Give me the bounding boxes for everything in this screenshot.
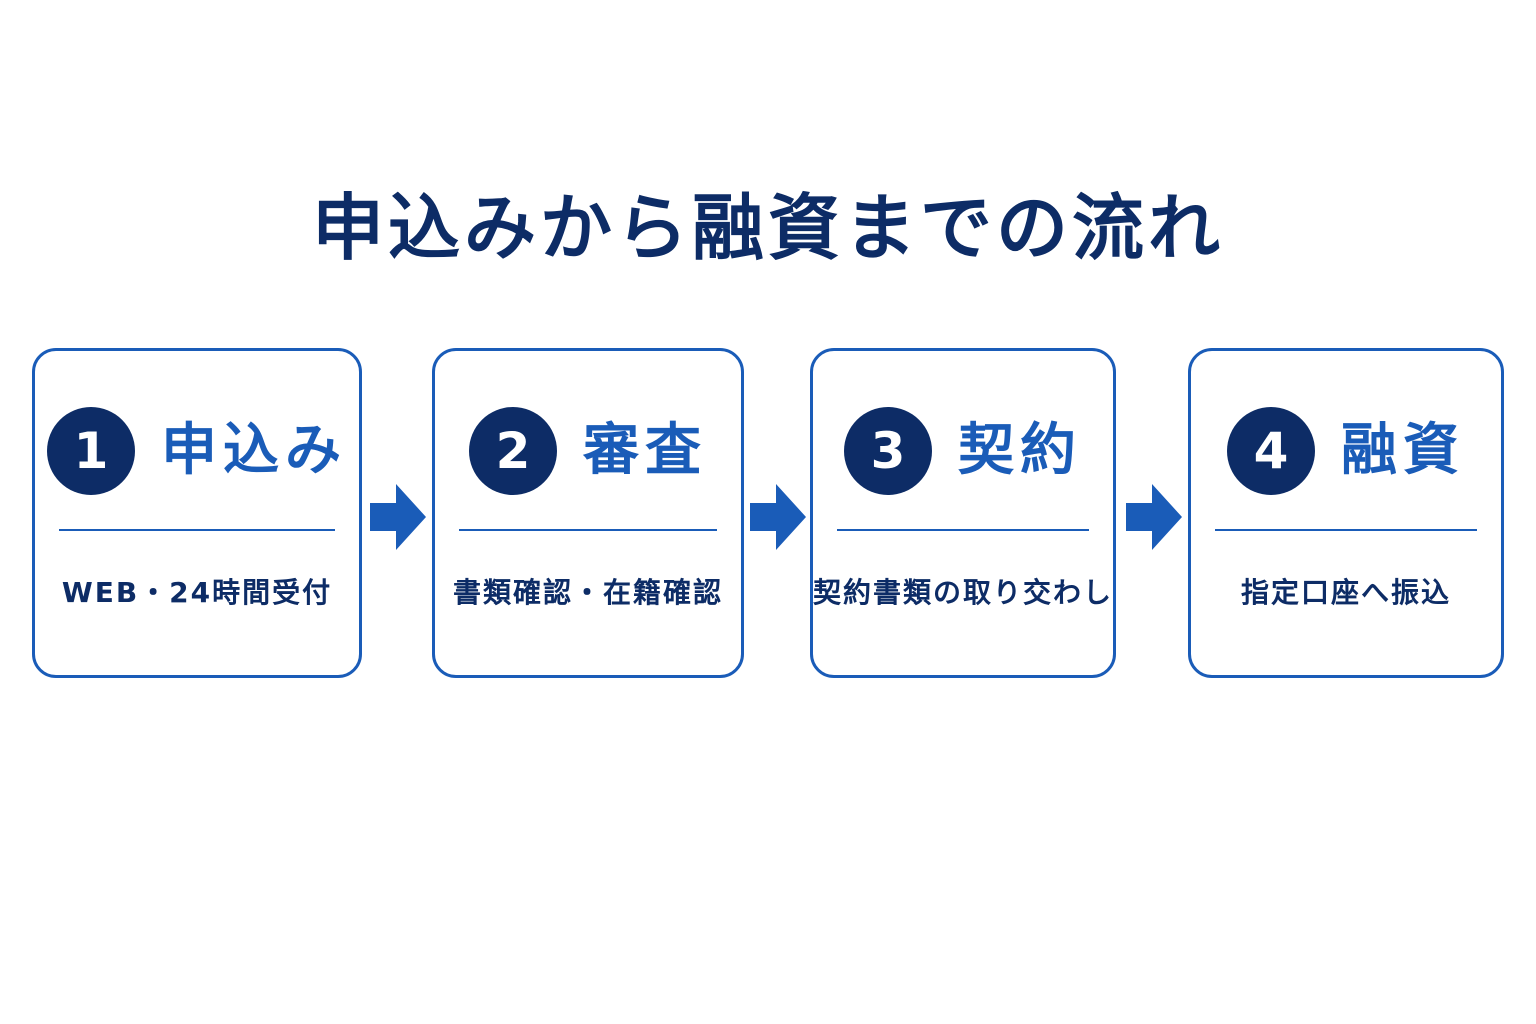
- page-title: 申込みから融資までの流れ: [311, 186, 1224, 270]
- step-number-badge: 1: [47, 407, 135, 495]
- step-title: 審査: [583, 418, 707, 483]
- step-title: 融資: [1341, 418, 1465, 483]
- step-number-badge: 2: [469, 407, 557, 495]
- step-header: 3 契約: [813, 403, 1113, 499]
- right-arrow-icon: [1126, 484, 1182, 550]
- right-arrow-icon: [370, 484, 426, 550]
- step-number-badge: 4: [1227, 407, 1315, 495]
- step-card-apply: 1 申込み WEB・24時間受付: [32, 348, 362, 678]
- step-header: 4 融資: [1191, 403, 1501, 499]
- divider: [1215, 529, 1477, 531]
- step-description: WEB・24時間受付: [61, 576, 333, 609]
- step-title: 契約: [958, 418, 1082, 483]
- step-header: 1 申込み: [35, 403, 359, 499]
- step-card-loan: 4 融資 指定口座へ振込: [1188, 348, 1504, 678]
- divider: [837, 529, 1089, 531]
- divider: [59, 529, 335, 531]
- right-arrow-icon: [750, 484, 806, 550]
- step-card-review: 2 審査 書類確認・在籍確認: [432, 348, 744, 678]
- step-description: 指定口座へ振込: [1240, 576, 1451, 609]
- step-description: 契約書類の取り交わし: [813, 576, 1114, 609]
- step-card-contract: 3 契約 契約書類の取り交わし: [810, 348, 1116, 678]
- step-number-badge: 3: [844, 407, 932, 495]
- step-description: 書類確認・在籍確認: [452, 576, 723, 609]
- step-title: 申込み: [161, 418, 347, 483]
- divider: [459, 529, 717, 531]
- step-header: 2 審査: [435, 403, 741, 499]
